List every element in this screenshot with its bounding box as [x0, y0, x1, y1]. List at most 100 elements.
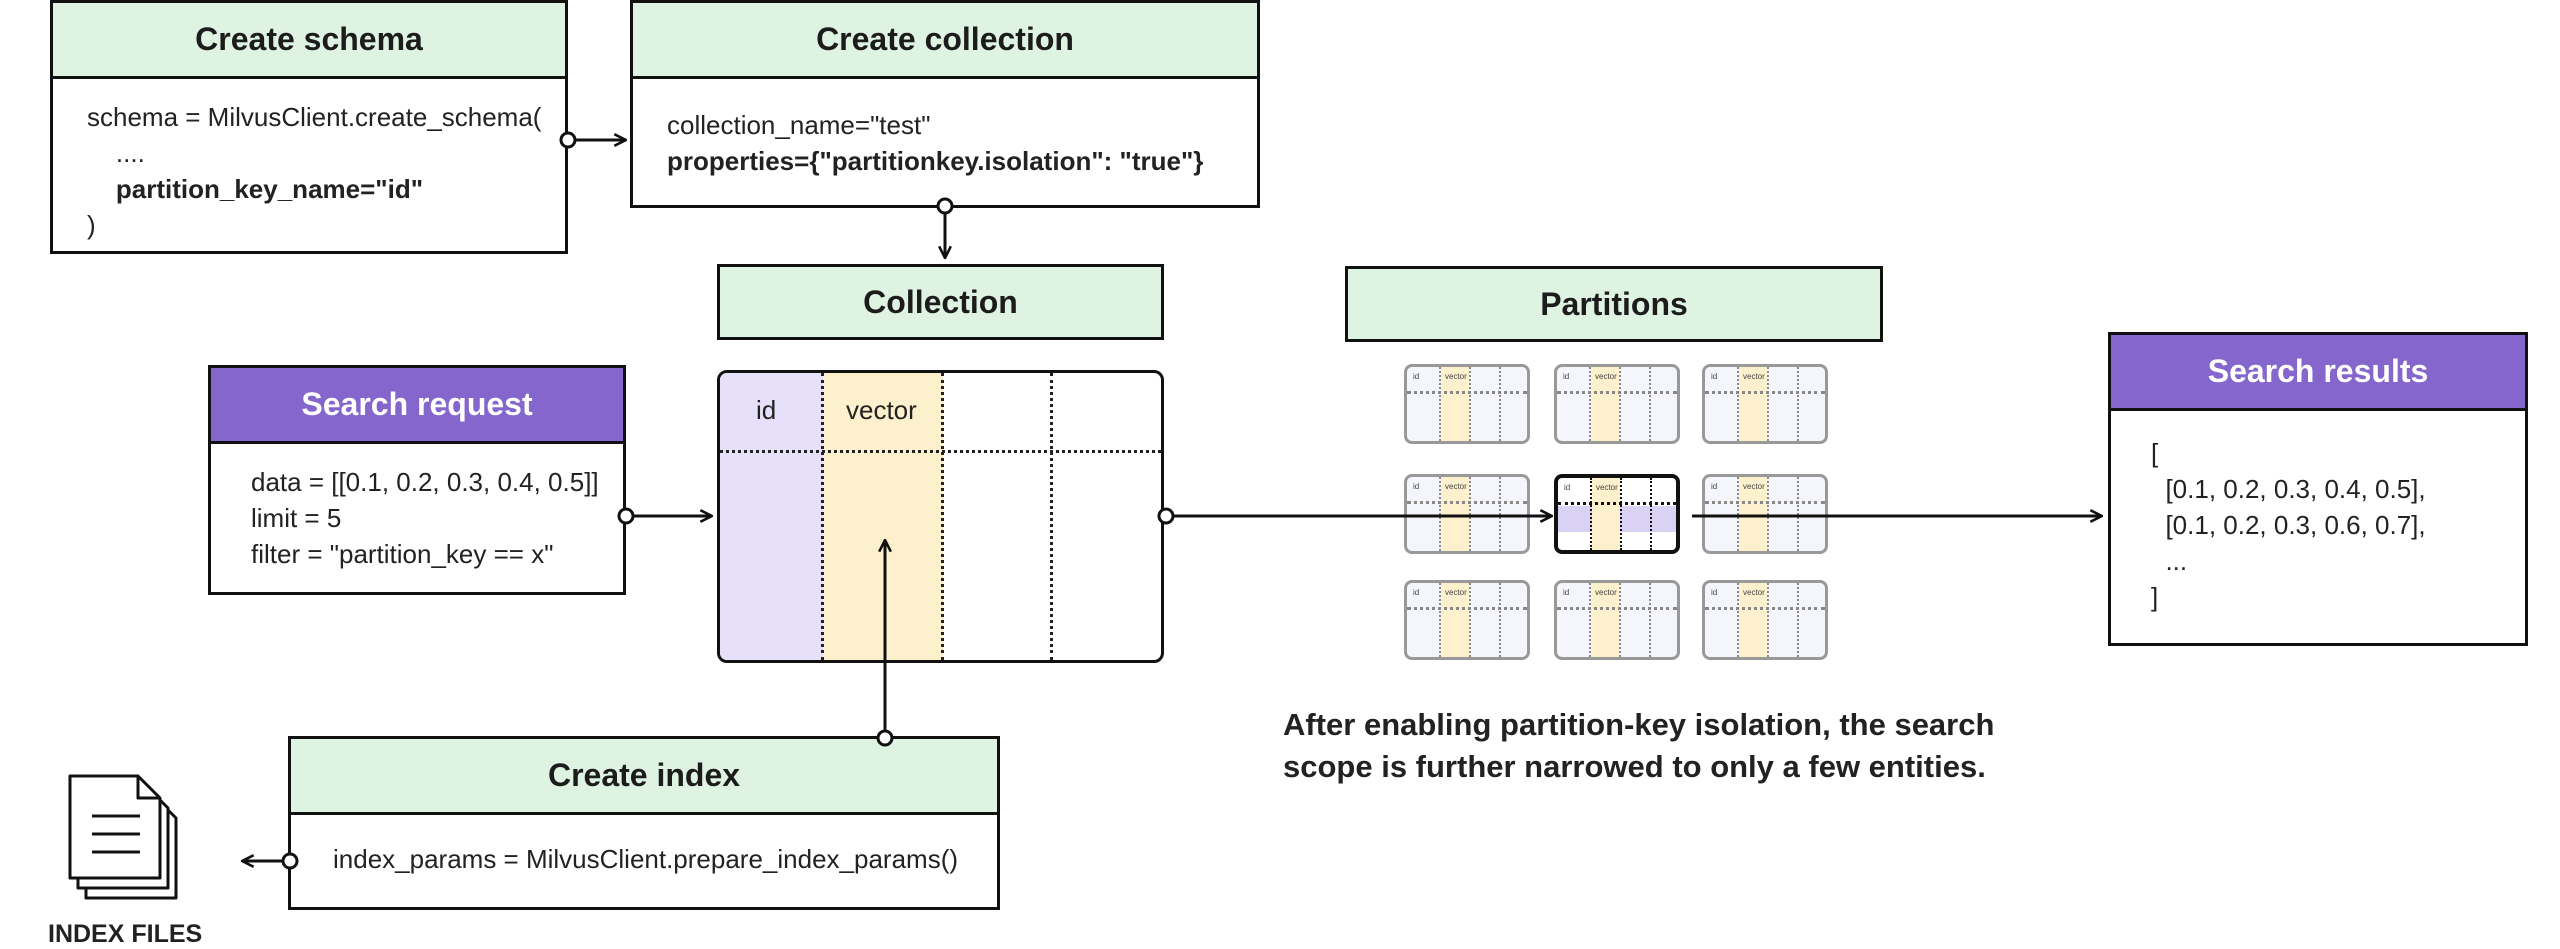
partition-column-divider: [1469, 583, 1471, 657]
partition-vector-column: [1441, 367, 1469, 441]
search-results-line: [0.1, 0.2, 0.3, 0.4, 0.5],: [2151, 474, 2426, 504]
partition-column-divider: [1499, 477, 1501, 551]
partition-tile: id vector: [1554, 580, 1680, 660]
create-collection-title: Create collection: [633, 3, 1257, 79]
partition-column-divider: [1797, 477, 1799, 551]
partition-column-divider: [1469, 477, 1471, 551]
partition-column-divider: [1767, 477, 1769, 551]
partition-vector-column: [1739, 367, 1767, 441]
partition-column-divider: [1499, 583, 1501, 657]
search-results-line: [0.1, 0.2, 0.3, 0.6, 0.7],: [2151, 510, 2426, 540]
partitions-title: Partitions: [1345, 266, 1883, 342]
partition-vector-label: vector: [1595, 588, 1617, 597]
partition-column-divider: [1499, 367, 1501, 441]
partition-header-divider: [1407, 391, 1527, 394]
partition-header-divider: [1407, 501, 1527, 504]
search-request-box: Search request data = [[0.1, 0.2, 0.3, 0…: [208, 365, 626, 595]
search-results-line: ]: [2151, 582, 2159, 612]
partition-vector-column: [1591, 367, 1619, 441]
partition-column-divider: [1589, 367, 1591, 441]
partition-column-divider: [1649, 367, 1651, 441]
search-request-line: limit = 5: [251, 503, 342, 533]
partition-column-divider: [1797, 367, 1799, 441]
partition-vector-column: [1591, 583, 1619, 657]
note-line: After enabling partition-key isolation, …: [1283, 707, 1995, 742]
partition-id-label: id: [1711, 372, 1718, 381]
partition-column-divider: [1590, 478, 1592, 550]
partition-column-divider: [1439, 367, 1441, 441]
partition-id-label: id: [1413, 482, 1420, 491]
partition-id-label: id: [1564, 483, 1571, 492]
column-divider: [941, 373, 944, 660]
vector-column-label: vector: [846, 395, 917, 425]
schema-code-line: ....: [87, 138, 145, 168]
partition-header-divider: [1705, 391, 1825, 394]
search-request-line: data = [[0.1, 0.2, 0.3, 0.4, 0.5]]: [251, 467, 599, 497]
partition-tile: id vector: [1702, 580, 1828, 660]
partition-column-divider: [1619, 583, 1621, 657]
collection-title: Collection: [717, 264, 1164, 340]
partition-vector-label: vector: [1743, 372, 1765, 381]
connector-dot: [617, 507, 635, 525]
connector-dot: [281, 852, 299, 870]
partition-column-divider: [1797, 583, 1799, 657]
partition-column-divider: [1619, 367, 1621, 441]
partition-id-label: id: [1711, 588, 1718, 597]
partition-id-label: id: [1413, 372, 1420, 381]
schema-code-line: ): [87, 210, 96, 240]
partition-column-divider: [1767, 367, 1769, 441]
search-request-title: Search request: [211, 368, 623, 444]
create-schema-title: Create schema: [53, 3, 565, 79]
partition-header-divider: [1558, 502, 1676, 505]
partitions-grid: id vector id vector id vector id vector id vector…: [1404, 364, 1834, 664]
collection-code-line: collection_name="test": [667, 110, 931, 140]
partition-column-divider: [1737, 583, 1739, 657]
connector-dot: [936, 197, 954, 215]
connector-dot: [559, 131, 577, 149]
create-schema-box: Create schema schema = MilvusClient.crea…: [50, 0, 568, 254]
isolation-note: After enabling partition-key isolation, …: [1283, 704, 1994, 788]
partition-header-divider: [1705, 607, 1825, 610]
partition-id-label: id: [1413, 588, 1420, 597]
partition-header-divider: [1557, 391, 1677, 394]
partition-vector-label: vector: [1743, 588, 1765, 597]
collection-table: id vector: [717, 370, 1164, 663]
column-divider: [821, 373, 824, 660]
search-request-line: filter = "partition_key == x": [251, 539, 554, 569]
partition-column-divider: [1767, 583, 1769, 657]
partition-header-divider: [1557, 607, 1677, 610]
partition-tile: id vector: [1702, 474, 1828, 554]
partition-id-label: id: [1711, 482, 1718, 491]
partition-tile: id vector: [1702, 364, 1828, 444]
search-results-line: ...: [2151, 546, 2188, 576]
partition-vector-column: [1592, 478, 1620, 550]
partition-tile: id vector: [1554, 474, 1680, 554]
id-column: [720, 373, 823, 660]
connector-dot: [1157, 507, 1175, 525]
header-divider: [720, 450, 1161, 453]
schema-code-line: schema = MilvusClient.create_schema(: [87, 102, 542, 132]
search-results-line: [: [2151, 438, 2159, 468]
partition-vector-label: vector: [1596, 483, 1618, 492]
partition-vector-column: [1441, 583, 1469, 657]
partition-header-divider: [1407, 607, 1527, 610]
partition-tile: id vector: [1404, 474, 1530, 554]
note-line: scope is further narrowed to only a few …: [1283, 749, 1986, 784]
search-results-box: Search results [ [0.1, 0.2, 0.3, 0.4, 0.…: [2108, 332, 2528, 646]
partition-column-divider: [1650, 478, 1652, 550]
connector-dot: [876, 729, 894, 747]
partition-vector-label: vector: [1445, 482, 1467, 491]
partition-column-divider: [1620, 478, 1622, 550]
partition-vector-label: vector: [1743, 482, 1765, 491]
document-stack-icon: [68, 774, 178, 900]
collection-code-line: properties={"partitionkey.isolation": "t…: [667, 146, 1204, 176]
partition-column-divider: [1439, 477, 1441, 551]
id-column-label: id: [756, 395, 777, 425]
create-collection-box: Create collection collection_name="test"…: [630, 0, 1260, 208]
partition-column-divider: [1649, 583, 1651, 657]
partition-id-label: id: [1563, 588, 1570, 597]
vector-column: [823, 373, 943, 660]
